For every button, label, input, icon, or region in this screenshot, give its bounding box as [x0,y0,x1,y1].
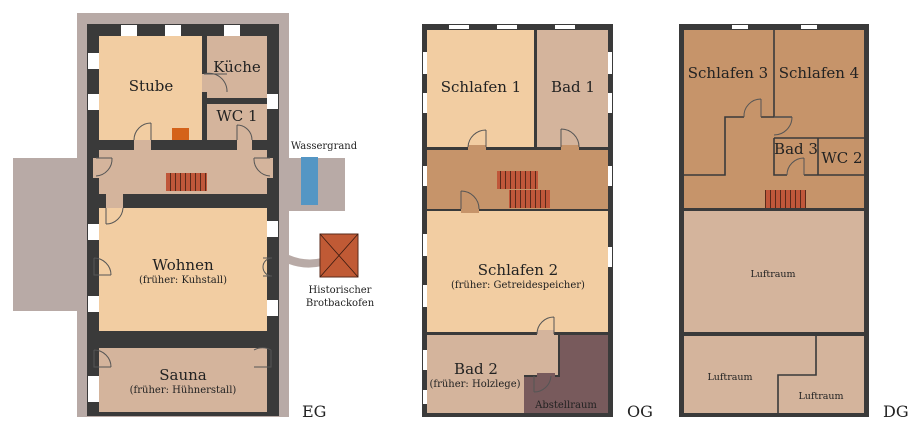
dg-luftraum-main [684,211,864,332]
label-schlafen2: Schlafen 2 [478,261,558,279]
label-luftraum-2: Luftraum [707,372,752,383]
room-kueche [207,36,267,98]
og-stairs-lower-icon [509,190,550,208]
label-sauna-sub: (früher: Hühnerstall) [130,385,237,396]
eg-windows [88,25,278,402]
og-stairs-upper-icon [497,171,538,189]
label-schlafen2-sub: (früher: Getreidespeicher) [451,280,585,291]
stove-icon [172,128,189,140]
eg-west-annex [13,158,93,311]
label-oven-2: Brotbackofen [306,298,375,309]
label-wc1: WC 1 [216,107,257,125]
level-label-og: OG [627,402,653,421]
label-wassergrand: Wassergrand [291,141,358,152]
label-luftraum-3: Luftraum [798,391,843,402]
og-doors [460,128,580,393]
room-sauna [99,348,267,412]
label-schlafen3: Schlafen 3 [688,64,768,82]
water-trough-icon [301,157,318,205]
label-bad2: Bad 2 [454,360,498,378]
label-wohnen: Wohnen [152,256,214,274]
room-schlafen2 [427,211,608,332]
room-abstellraum [524,335,608,413]
label-kueche: Küche [213,58,261,76]
room-schlafen1 [427,30,534,147]
eg-stairs-icon [166,173,207,191]
og-windows [423,25,612,404]
room-bad1 [537,30,608,147]
dg-stairs-icon [765,190,806,208]
dg-luftraum-lower [684,336,864,413]
level-label-eg: EG [302,402,326,421]
oven-path [289,255,322,268]
dg-windows [732,25,817,29]
label-bad1: Bad 1 [551,78,595,96]
label-schlafen4: Schlafen 4 [779,64,859,82]
floor-dg: Schlafen 3 Schlafen 4 Bad 3 WC 2 Luftrau… [679,24,909,421]
dg-doors [743,98,805,176]
eg-doors [93,72,273,368]
label-bad3: Bad 3 [774,140,818,158]
level-label-dg: DG [883,402,909,421]
label-schlafen1: Schlafen 1 [441,78,521,96]
floor-eg: Stube Küche WC 1 Wohnen (früher: Kuhstal… [13,13,375,421]
label-wohnen-sub: (früher: Kuhstall) [139,275,227,286]
floor-og: Schlafen 1 Bad 1 Schlafen 2 (früher: Get… [422,24,653,421]
room-wohnen [99,208,267,331]
label-oven-1: Historischer [309,285,372,296]
room-bad2 [427,335,558,413]
label-sauna: Sauna [159,366,207,384]
oven-icon [319,233,359,278]
label-bad2-sub: (früher: Holzlege) [429,379,520,390]
label-abstellraum: Abstellraum [534,400,597,411]
label-stube: Stube [129,77,174,95]
label-wc2: WC 2 [821,149,862,167]
label-luftraum-1: Luftraum [750,269,795,280]
